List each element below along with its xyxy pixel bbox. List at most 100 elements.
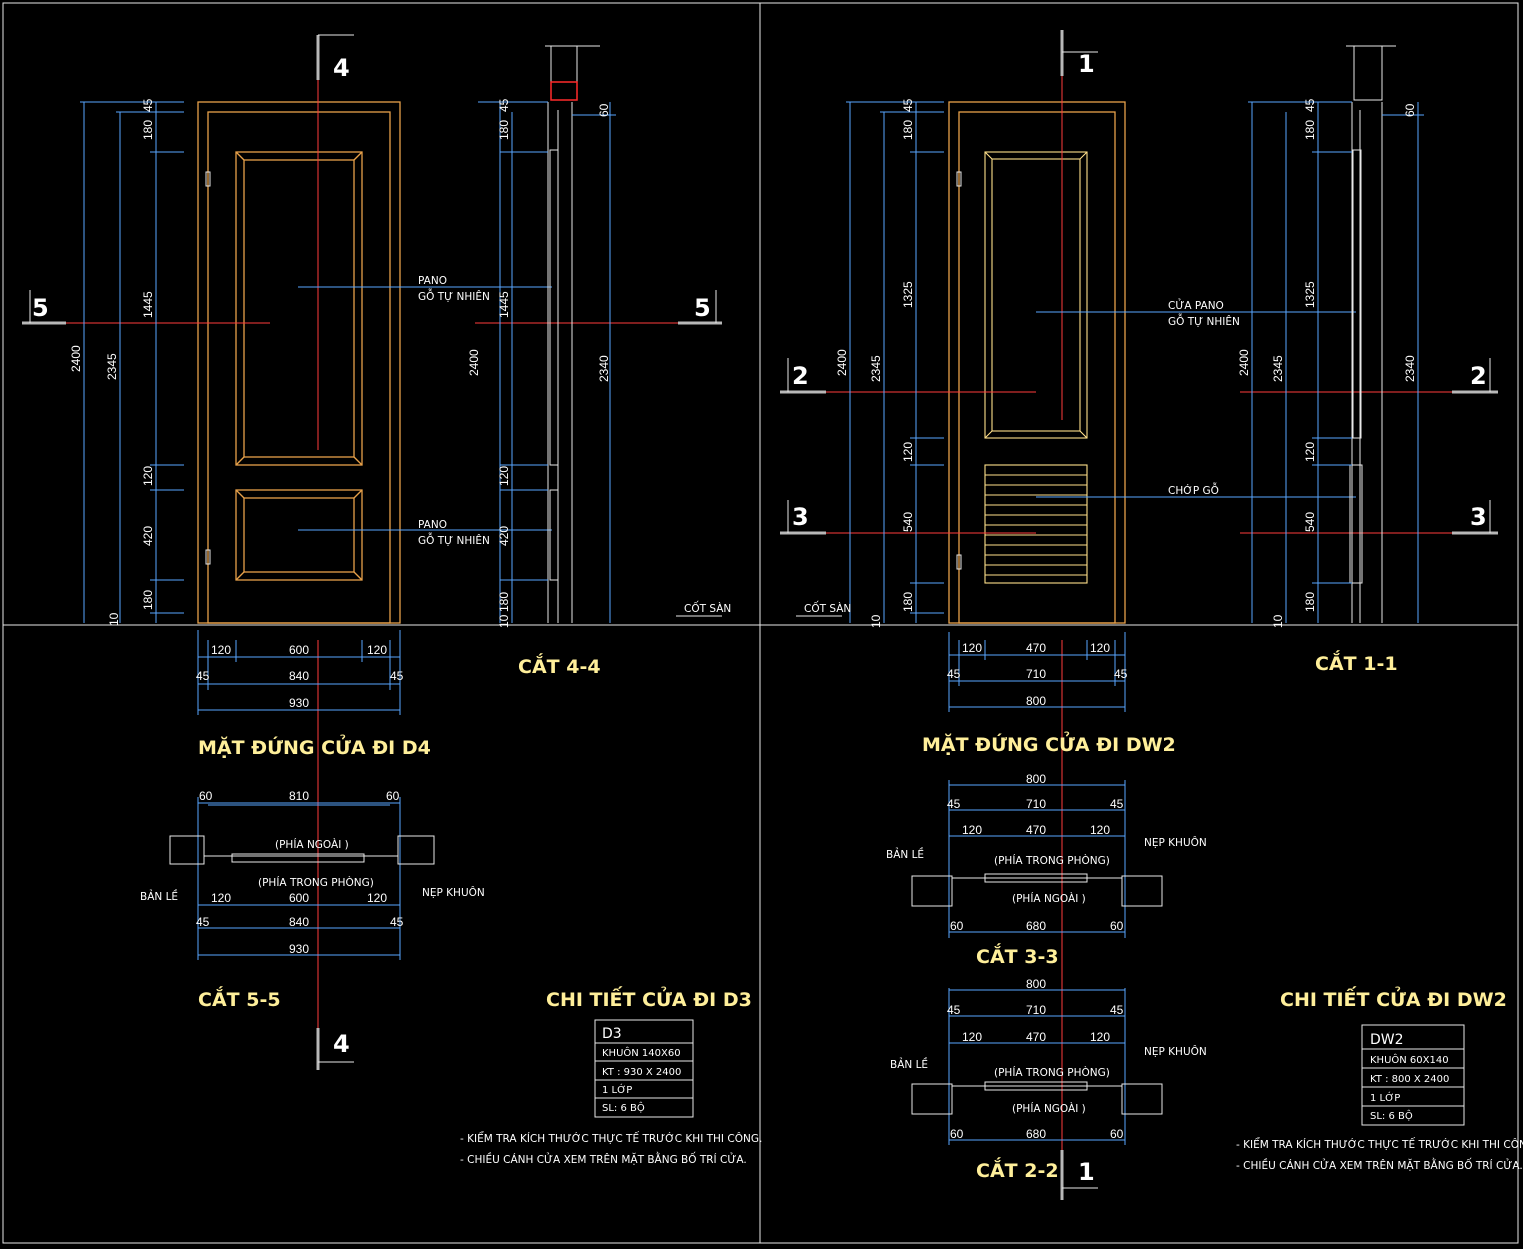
svg-text:SL: 6 BỘ: SL: 6 BỘ — [1370, 1109, 1413, 1122]
svg-text:600: 600 — [289, 643, 309, 657]
svg-text:45: 45 — [196, 915, 210, 929]
d4-elevation-dims: 2400 2345 45 180 1445 120 420 180 10 — [69, 98, 184, 626]
svg-text:60: 60 — [199, 789, 213, 803]
dw2-note-1: - KIỂM TRA KÍCH THƯỚC THỰC TẾ TRƯỚC KHI … — [1236, 1137, 1523, 1151]
svg-text:45: 45 — [947, 1003, 961, 1017]
svg-text:KHUÔN 140X60: KHUÔN 140X60 — [602, 1046, 681, 1059]
dw2-section-3-3-title: CẮT 3-3 — [976, 942, 1059, 968]
svg-text:(PHÍA TRONG PHÒNG): (PHÍA TRONG PHÒNG) — [994, 1066, 1110, 1079]
svg-text:60: 60 — [950, 1127, 964, 1141]
d4-section-4-4: 2400 45 180 1445 120 420 180 10 60 2340 … — [467, 45, 731, 628]
svg-text:KT : 930 X 2400: KT : 930 X 2400 — [602, 1067, 681, 1078]
svg-text:600: 600 — [289, 891, 309, 905]
svg-text:180: 180 — [901, 120, 915, 140]
d3-note-1: - KIỂM TRA KÍCH THƯỚC THỰC TẾ TRƯỚC KHI … — [460, 1131, 762, 1145]
svg-text:60: 60 — [597, 103, 611, 117]
svg-text:45: 45 — [1303, 98, 1317, 112]
svg-text:CỬA PANO: CỬA PANO — [1168, 298, 1224, 312]
svg-text:45: 45 — [901, 98, 915, 112]
dw2-elevation-dims: 2400 2345 45 180 1325 120 540 180 10 CỐT… — [796, 98, 944, 628]
svg-text:4: 4 — [333, 54, 350, 82]
svg-text:GỖ TỰ NHIÊN: GỖ TỰ NHIÊN — [1168, 313, 1240, 328]
dw2-section-1-1: 2400 2345 45 180 1325 120 540 180 10 60 … — [1237, 45, 1424, 628]
svg-text:5: 5 — [694, 294, 711, 322]
d4-plan-5-5: 60 810 60 (PHÍA NGOÀI ) (PHÍA TRONG PHÒN… — [140, 789, 485, 960]
svg-text:120: 120 — [962, 641, 982, 655]
d4-section-4-4-title: CẮT 4-4 — [518, 652, 601, 678]
svg-text:800: 800 — [1026, 977, 1046, 991]
section-mark-1-bottom: 1 — [1060, 1150, 1098, 1200]
dw2-elevation-title: MẶT ĐỨNG CỬA ĐI DW2 — [922, 731, 1176, 756]
section-mark-4-top: 4 — [316, 34, 354, 82]
svg-text:710: 710 — [1026, 667, 1046, 681]
svg-text:GỖ TỰ NHIÊN: GỖ TỰ NHIÊN — [418, 288, 490, 303]
svg-text:45: 45 — [947, 797, 961, 811]
svg-text:60: 60 — [1110, 919, 1124, 933]
section-mark-2-left: 2 — [780, 358, 826, 394]
dw2-callouts: CỬA PANO GỖ TỰ NHIÊN CHỚP GỖ — [1036, 298, 1356, 498]
svg-text:180: 180 — [1303, 120, 1317, 140]
svg-text:470: 470 — [1026, 641, 1046, 655]
svg-text:KHUÔN 60X140: KHUÔN 60X140 — [1370, 1053, 1449, 1066]
svg-text:KT : 800 X 2400: KT : 800 X 2400 — [1370, 1074, 1449, 1085]
section-mark-5-left: 5 — [22, 290, 66, 325]
section-mark-3-right: 3 — [1452, 500, 1498, 535]
svg-text:1445: 1445 — [141, 291, 155, 318]
svg-text:930: 930 — [289, 942, 309, 956]
d3-note-2: - CHIỀU CÁNH CỬA XEM TRÊN MẶT BẰNG BỐ TR… — [460, 1152, 747, 1166]
section-mark-5-right: 5 — [678, 290, 722, 325]
svg-text:DW2: DW2 — [1370, 1032, 1404, 1048]
svg-text:840: 840 — [289, 669, 309, 683]
svg-text:540: 540 — [901, 512, 915, 532]
svg-text:1 LỚP: 1 LỚP — [1370, 1091, 1400, 1104]
svg-text:5: 5 — [32, 294, 49, 322]
svg-text:120: 120 — [962, 1030, 982, 1044]
svg-text:(PHÍA NGOÀI ): (PHÍA NGOÀI ) — [1012, 892, 1086, 905]
section-mark-2-right: 2 — [1452, 358, 1498, 394]
svg-text:45: 45 — [1110, 797, 1124, 811]
svg-text:3: 3 — [1470, 503, 1487, 531]
svg-text:680: 680 — [1026, 1127, 1046, 1141]
svg-text:45: 45 — [497, 98, 511, 112]
svg-text:120: 120 — [141, 466, 155, 486]
svg-text:45: 45 — [1110, 1003, 1124, 1017]
svg-text:680: 680 — [1026, 919, 1046, 933]
section-mark-4-bottom: 4 — [316, 1028, 354, 1070]
svg-text:10: 10 — [1271, 614, 1285, 628]
dw2-plan-3-3: 800 45 710 45 120 470 120 (PHÍA TRONG PH… — [886, 772, 1207, 938]
dw2-section-2-2-title: CẮT 2-2 — [976, 1156, 1059, 1182]
section-mark-3-left: 3 — [780, 500, 826, 535]
dw2-spec-table: DW2 KHUÔN 60X140 KT : 800 X 2400 1 LỚP S… — [1361, 1024, 1465, 1126]
svg-text:10: 10 — [869, 614, 883, 628]
svg-text:180: 180 — [497, 120, 511, 140]
svg-text:NẸP KHUÔN: NẸP KHUÔN — [422, 886, 485, 899]
svg-text:180: 180 — [497, 592, 511, 612]
d4-section-5-5-title: CẮT 5-5 — [198, 985, 281, 1011]
svg-text:45: 45 — [1114, 667, 1128, 681]
svg-text:180: 180 — [1303, 592, 1317, 612]
svg-text:60: 60 — [1403, 103, 1417, 117]
svg-text:2340: 2340 — [597, 355, 611, 382]
svg-text:PANO: PANO — [418, 275, 447, 287]
svg-text:120: 120 — [1303, 442, 1317, 462]
svg-text:45: 45 — [141, 98, 155, 112]
svg-text:810: 810 — [289, 789, 309, 803]
svg-text:(PHÍA NGOÀI ): (PHÍA NGOÀI ) — [275, 838, 349, 851]
svg-text:60: 60 — [950, 919, 964, 933]
dw2-detail-title: CHI TIẾT CỬA ĐI DW2 — [1280, 985, 1507, 1011]
svg-text:BẢN LỀ: BẢN LỀ — [886, 847, 924, 861]
svg-text:SL: 6 BỘ: SL: 6 BỘ — [602, 1101, 645, 1114]
svg-text:GỖ TỰ NHIÊN: GỖ TỰ NHIÊN — [418, 532, 490, 547]
svg-text:60: 60 — [386, 789, 400, 803]
svg-text:2345: 2345 — [869, 355, 883, 382]
svg-text:3: 3 — [792, 503, 809, 531]
svg-text:PANO: PANO — [418, 519, 447, 531]
svg-text:(PHÍA TRONG PHÒNG): (PHÍA TRONG PHÒNG) — [994, 854, 1110, 867]
dw2-louver-slats — [985, 474, 1087, 576]
svg-text:1 LỚP: 1 LỚP — [602, 1083, 632, 1096]
svg-text:800: 800 — [1026, 694, 1046, 708]
dw2-plan-2-2: 800 45 710 45 120 470 120 (PHÍA TRONG PH… — [890, 977, 1207, 1145]
svg-text:120: 120 — [211, 643, 231, 657]
dw2-section-1-1-title: CẮT 1-1 — [1315, 649, 1398, 675]
